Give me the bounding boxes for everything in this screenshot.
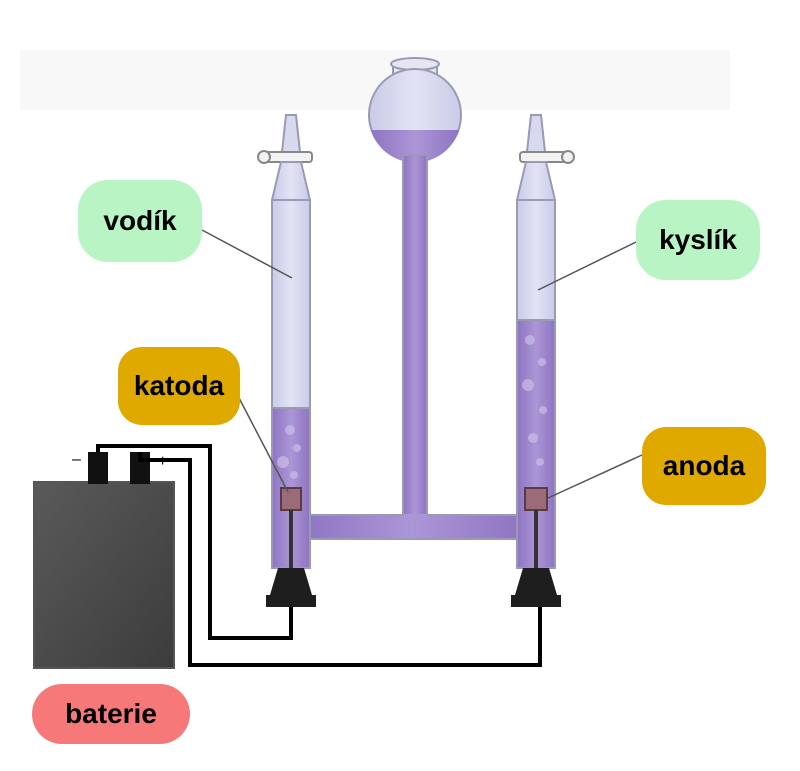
label-hydrogen: vodík xyxy=(78,180,202,262)
wires xyxy=(96,444,542,667)
wire-anode xyxy=(138,452,542,667)
oxygen-stopper xyxy=(511,568,561,607)
oxygen-burette xyxy=(515,114,575,569)
label-cathode: katoda xyxy=(118,347,240,425)
label-battery: baterie xyxy=(32,684,190,744)
battery: – + xyxy=(33,451,175,669)
reservoir-bulb xyxy=(368,57,462,163)
leader-anoda xyxy=(547,454,643,499)
leader-kyslik xyxy=(537,241,637,291)
hydrogen-burette xyxy=(257,114,313,569)
wire-cathode xyxy=(96,444,293,640)
leader-vodik xyxy=(201,229,293,279)
hydrogen-stopper xyxy=(266,568,316,607)
connecting-tube xyxy=(299,154,526,540)
cathode-electrode xyxy=(280,487,302,572)
negative-sign: – xyxy=(72,451,81,468)
leader-lines xyxy=(201,229,643,499)
label-oxygen: kyslík xyxy=(636,200,760,280)
anode-electrode xyxy=(524,487,548,572)
negative-terminal xyxy=(88,452,108,484)
label-anode: anoda xyxy=(642,427,766,505)
leader-katoda xyxy=(237,395,289,493)
